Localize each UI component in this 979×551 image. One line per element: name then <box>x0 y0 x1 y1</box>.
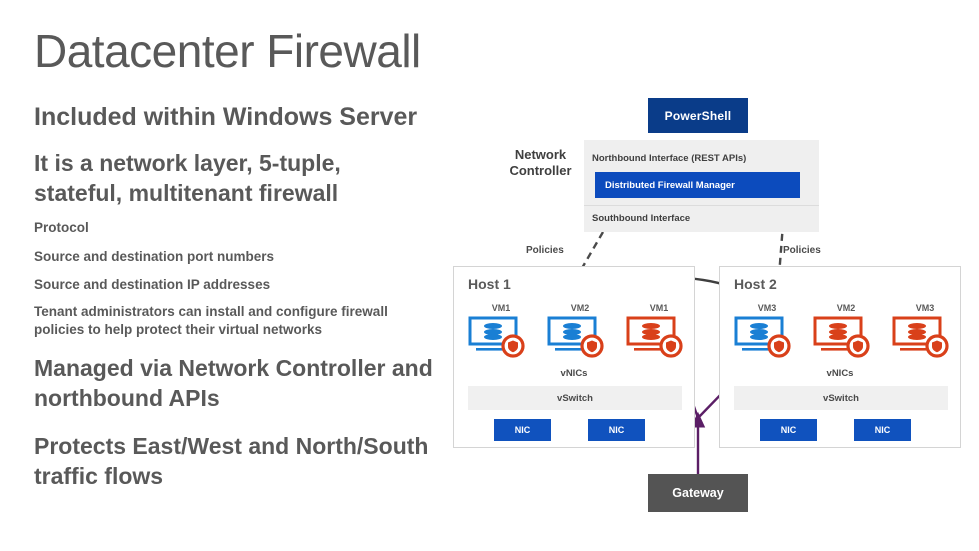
host-title: Host 2 <box>734 276 777 292</box>
vm-label: VM2 <box>836 303 856 313</box>
vnics-label: vNICs <box>560 368 588 379</box>
shield-icon <box>508 340 518 353</box>
shield-icon <box>587 340 597 353</box>
vm-node[interactable]: VM2 <box>813 303 879 358</box>
vm-label: VM1 <box>649 303 669 313</box>
vm-node[interactable]: VM2 <box>547 303 613 358</box>
bullet-port-numbers: Source and destination port numbers <box>34 249 275 264</box>
vm-node[interactable]: VM1 <box>626 303 692 358</box>
shield-icon <box>666 340 676 353</box>
vswitch-node: vSwitch <box>468 386 682 410</box>
policies-label-left: Policies <box>526 245 564 256</box>
shield-icon <box>853 340 863 353</box>
bullet-ip-addresses: Source and destination IP addresses <box>34 277 271 292</box>
nic-node[interactable]: NIC <box>760 419 817 441</box>
monitor-server-icon <box>813 316 879 358</box>
nic-node[interactable]: NIC <box>588 419 645 441</box>
vnics-label: vNICs <box>826 368 854 379</box>
subhead-protects-traffic: Protects East/West and North/South traff… <box>34 433 429 489</box>
subhead-network-layer: It is a network layer, 5-tuple, stateful… <box>34 150 341 206</box>
vm-node[interactable]: VM3 <box>734 303 800 358</box>
host-title: Host 1 <box>468 276 511 292</box>
monitor-server-icon <box>734 316 800 358</box>
vswitch-node: vSwitch <box>734 386 948 410</box>
host-panel-1: Host 1 VM1 VM2 <box>453 266 695 448</box>
gateway-node[interactable]: Gateway <box>648 474 748 512</box>
nic-node[interactable]: NIC <box>854 419 911 441</box>
northbound-interface-row: Northbound Interface (REST APIs) <box>592 152 747 164</box>
bullet-tenant-admins: Tenant administrators can install and co… <box>34 304 388 337</box>
host-panel-2: Host 2 VM3 VM2 <box>719 266 961 448</box>
slide-text-column: Datacenter Firewall Included within Wind… <box>0 0 452 551</box>
policies-label-right: Policies <box>783 245 821 256</box>
southbound-interface-row: Southbound Interface <box>592 212 691 224</box>
page-title: Datacenter Firewall <box>34 25 421 77</box>
subhead-included-within: Included within Windows Server <box>34 103 418 131</box>
monitor-server-icon <box>468 316 534 358</box>
powershell-node[interactable]: PowerShell <box>648 98 748 133</box>
monitor-server-icon <box>892 316 958 358</box>
monitor-server-icon <box>626 316 692 358</box>
nic-node[interactable]: NIC <box>494 419 551 441</box>
vm-label: VM2 <box>570 303 590 313</box>
bullet-protocol: Protocol <box>34 220 89 235</box>
distributed-firewall-manager-node[interactable]: Distributed Firewall Manager <box>595 172 800 198</box>
shield-icon <box>774 340 784 353</box>
vm-label: VM3 <box>915 303 935 313</box>
vm-label: VM3 <box>757 303 777 313</box>
vm-node[interactable]: VM1 <box>468 303 534 358</box>
vm-label: VM1 <box>491 303 511 313</box>
shield-icon <box>932 340 942 353</box>
subhead-managed-via: Managed via Network Controller and north… <box>34 355 433 411</box>
vm-node[interactable]: VM3 <box>892 303 958 358</box>
nc-divider <box>584 205 819 206</box>
monitor-server-icon <box>547 316 613 358</box>
